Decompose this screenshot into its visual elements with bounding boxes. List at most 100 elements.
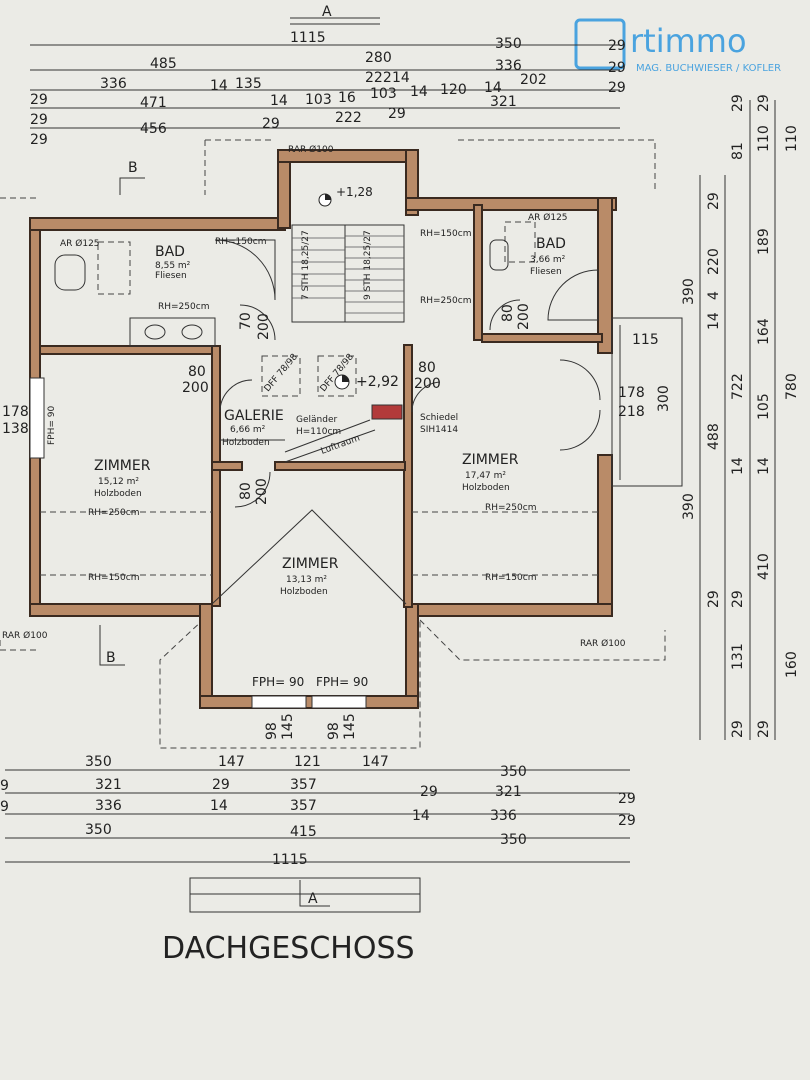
zimmer1-floor: Holzboden bbox=[94, 489, 142, 499]
dormer-windows: FPH= 90 FPH= 90 98 145 98 145 bbox=[251, 675, 368, 740]
top-r3-6: 120 bbox=[440, 82, 467, 98]
bad1-floor: Fliesen bbox=[155, 271, 187, 281]
bd-r3-3: 14 bbox=[412, 808, 430, 824]
bd-side-1: 9 bbox=[0, 799, 9, 815]
galerie-railing bbox=[220, 419, 376, 463]
win-r-d: 115 bbox=[632, 332, 659, 348]
bad2-floor: Fliesen bbox=[530, 267, 562, 277]
rd-23: 160 bbox=[784, 651, 800, 678]
fph-1: FPH= 90 bbox=[252, 675, 304, 689]
bd-r1-2: 121 bbox=[294, 754, 321, 770]
room-zimmer2: ZIMMER 17,47 m² Holzboden bbox=[462, 452, 519, 493]
rd-8: 390 bbox=[681, 278, 697, 305]
bd-r3-4: 336 bbox=[490, 808, 517, 824]
section-b-bottom-label: B bbox=[106, 650, 116, 666]
top-r4-2: 222 bbox=[335, 110, 362, 126]
win-r-a: 178 bbox=[618, 385, 645, 401]
top-r3-7: 14 bbox=[484, 80, 502, 96]
rd-14: 488 bbox=[706, 423, 722, 450]
rd-18: 390 bbox=[681, 493, 697, 520]
plan-title: DACHGESCHOSS bbox=[162, 931, 415, 966]
top-side-1: 29 bbox=[30, 112, 48, 128]
left-fph: FPH= 90 bbox=[47, 406, 57, 445]
rd-6: 220 bbox=[706, 248, 722, 275]
note-schiedel: Schiedel bbox=[420, 413, 458, 423]
section-b-top-label: B bbox=[128, 160, 138, 176]
section-mark-b-top: B bbox=[119, 160, 145, 195]
section-mark-a-bottom: A bbox=[189, 877, 421, 913]
win-dim-98-b: 98 bbox=[326, 722, 342, 740]
win-dim-145-a: 145 bbox=[280, 713, 296, 740]
top-side-2: 29 bbox=[30, 132, 48, 148]
top-r3-5: 14 bbox=[410, 84, 428, 100]
stairs-label-1: 7 STH 18,25/27 bbox=[301, 230, 311, 300]
toilet-1 bbox=[54, 254, 86, 291]
top-r1-1: 280 bbox=[365, 50, 392, 66]
right-dimensions: 29 81 110 29 29 110 220 189 390 14 4 164… bbox=[681, 94, 800, 740]
note-rh150-bad1: RH=150cm bbox=[215, 237, 266, 247]
door5-w: 80 bbox=[500, 304, 516, 322]
note-rh250-top: RH=250cm bbox=[420, 296, 471, 306]
top-r4-1: 29 bbox=[262, 116, 280, 132]
section-a-bottom-label: A bbox=[308, 891, 318, 907]
win-r-c: 300 bbox=[656, 385, 672, 412]
note-rh250-z1: RH=250cm bbox=[88, 508, 139, 518]
rd-10: 4 bbox=[706, 291, 722, 300]
left-window: FPH= 90 178 138 bbox=[2, 377, 57, 459]
bd-r1-0: 350 bbox=[85, 754, 112, 770]
top-r2-1: 14 bbox=[210, 78, 228, 94]
bad2-name: BAD bbox=[536, 236, 566, 252]
note-ar-right: AR Ø125 bbox=[528, 212, 568, 223]
top-r2-5: 336 bbox=[495, 58, 522, 74]
bd-r2-3: 29 bbox=[420, 784, 438, 800]
note-rh250-bad1: RH=250cm bbox=[158, 302, 209, 312]
wall-dormer-bottom bbox=[199, 695, 419, 709]
door1-w: 80 bbox=[188, 364, 206, 380]
note-rar-left: RAR Ø100 bbox=[2, 630, 48, 641]
roof-outline bbox=[0, 139, 666, 749]
logo: rtimmo MAG. BUCHWIESER / KOFLER bbox=[574, 18, 781, 74]
note-rh150-z2: RH=150cm bbox=[485, 573, 536, 583]
level-marker-2: +2,92 bbox=[334, 374, 399, 390]
shower-1 bbox=[214, 239, 276, 301]
top-side-5: 29 bbox=[608, 80, 626, 96]
rd-15: 105 bbox=[756, 393, 772, 420]
bd-r2-4: 321 bbox=[495, 784, 522, 800]
bd-r2-2: 357 bbox=[290, 777, 317, 793]
top-r4-4: 321 bbox=[490, 94, 517, 110]
wall-top-right bbox=[405, 197, 617, 211]
rd-12: 722 bbox=[730, 373, 746, 400]
room-galerie: GALERIE 6,66 m² Holzboden bbox=[222, 408, 284, 448]
rd-7: 189 bbox=[756, 228, 772, 255]
zimmer1-area: 15,12 m² bbox=[98, 477, 139, 487]
room-bad2: BAD 3,66 m² Fliesen bbox=[530, 236, 566, 277]
bd-total: 1115 bbox=[272, 852, 308, 868]
wall-bottom-left bbox=[29, 603, 213, 617]
level-marker-1: +1,28 bbox=[318, 185, 373, 207]
rd-1: 81 bbox=[730, 142, 746, 160]
rd-0: 29 bbox=[730, 94, 746, 112]
zimmer1-name: ZIMMER bbox=[94, 458, 151, 474]
rd-24: 29 bbox=[730, 720, 746, 738]
chimney bbox=[371, 404, 403, 420]
top-r3-0: 471 bbox=[140, 95, 167, 111]
logo-subtitle: MAG. BUCHWIESER / KOFLER bbox=[636, 63, 781, 74]
bottom-dimensions: 350 147 121 147 350 321 29 357 29 321 33… bbox=[0, 754, 636, 868]
galerie-name: GALERIE bbox=[224, 408, 284, 424]
section-mark-b-bottom: B bbox=[99, 625, 125, 666]
rd-21: 29 bbox=[730, 590, 746, 608]
rd-25: 29 bbox=[756, 720, 772, 738]
bad1-area: 8,55 m² bbox=[155, 261, 191, 271]
zimmer3-floor: Holzboden bbox=[280, 587, 328, 597]
note-rh150-z1: RH=150cm bbox=[88, 573, 139, 583]
stairs: 7 STH 18,25/27 9 STH 18,25/27 bbox=[291, 224, 405, 323]
sink-counter bbox=[129, 317, 216, 347]
logo-icon bbox=[574, 18, 626, 70]
zimmer3-name: ZIMMER bbox=[282, 556, 339, 572]
bad2-area: 3,66 m² bbox=[530, 255, 566, 265]
door3-w: 80 bbox=[418, 360, 436, 376]
doors bbox=[219, 299, 601, 508]
fph-2: FPH= 90 bbox=[316, 675, 368, 689]
win-dim-98-a: 98 bbox=[264, 722, 280, 740]
top-r1-0: 485 bbox=[150, 56, 177, 72]
